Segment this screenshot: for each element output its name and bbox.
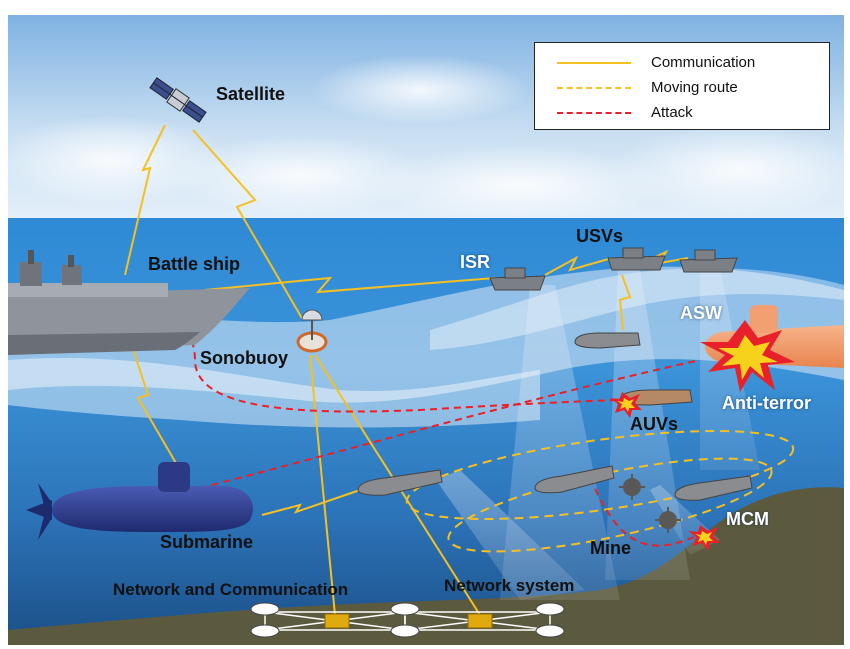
legend-label-communication: Communication xyxy=(651,54,756,71)
label-anti-terror: Anti-terror xyxy=(722,393,811,413)
label-mine: Mine xyxy=(590,538,632,558)
seabed xyxy=(8,487,844,645)
sonar-beams xyxy=(436,268,760,600)
communication-line-swatch xyxy=(557,62,631,64)
legend-label-attack: Attack xyxy=(651,104,693,121)
label-auvs: AUVs xyxy=(630,414,679,434)
legend-label-moving-route: Moving route xyxy=(651,79,738,96)
usv-boats xyxy=(489,247,738,291)
sky-clouds xyxy=(0,55,850,225)
submarine-icon xyxy=(26,462,253,540)
explosion-icon-asw xyxy=(700,320,795,392)
label-mcm: MCM xyxy=(726,509,769,529)
attack-line-swatch xyxy=(557,112,631,114)
attack-paths xyxy=(139,318,701,547)
sonobuoy-icon xyxy=(296,309,328,353)
label-asw: ASW xyxy=(680,303,722,323)
legend-item-moving-route: Moving route xyxy=(535,76,829,100)
label-isr: ISR xyxy=(460,252,491,272)
network-system xyxy=(250,602,565,638)
legend-item-communication: Communication xyxy=(535,51,829,75)
label-sonobuoy: Sonobuoy xyxy=(200,348,288,368)
moving-route-line-swatch xyxy=(557,87,631,89)
label-network-system: Network system xyxy=(444,576,575,595)
legend: Communication Moving route Attack xyxy=(534,42,830,130)
legend-item-attack: Attack xyxy=(535,101,829,125)
explosion-icon-mcm xyxy=(688,525,720,551)
mine-icons xyxy=(619,474,681,533)
satellite-icon xyxy=(149,77,207,123)
explosion-icon-anti-terror xyxy=(610,392,642,418)
label-submarine: Submarine xyxy=(160,532,254,552)
label-usvs: USVs xyxy=(576,226,624,246)
label-battle-ship: Battle ship xyxy=(148,254,241,274)
battle-ship-icon xyxy=(8,250,250,355)
label-satellite: Satellite xyxy=(216,84,286,104)
label-network-and-communication: Network and Communication xyxy=(113,580,349,599)
